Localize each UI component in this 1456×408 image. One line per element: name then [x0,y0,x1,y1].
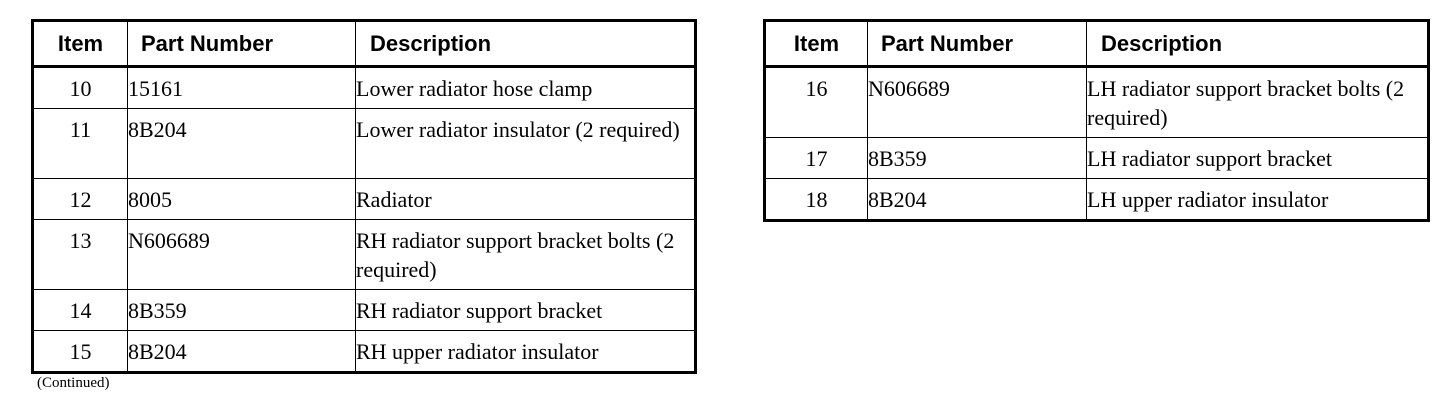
cell-description: LH radiator support bracket bolts (2 req… [1086,66,1429,138]
cell-description: RH upper radiator insulator [355,330,696,373]
table-body-left: 10 15161 Lower radiator hose clamp 11 8B… [32,66,696,373]
cell-item: 15 [32,330,128,373]
table-header-right: Item Part Number Description [764,20,1429,68]
table-header-left: Item Part Number Description [32,20,696,68]
cell-part-number: N606689 [127,219,356,290]
cell-part-number: 8B204 [127,330,356,373]
cell-item: 18 [764,178,868,221]
cell-item: 14 [32,289,128,331]
cell-description: LH upper radiator insulator [1086,178,1429,221]
cell-part-number: 15161 [127,66,356,109]
cell-description: RH radiator support bracket bolts (2 req… [355,219,696,290]
column-header-part-number: Part Number [867,20,1087,68]
cell-part-number: 8B204 [867,178,1087,221]
table-row: 16 N606689 LH radiator support bracket b… [764,66,1429,138]
table-row: 14 8B359 RH radiator support bracket [32,289,696,331]
table-row: 10 15161 Lower radiator hose clamp [32,66,696,109]
cell-item: 10 [32,66,128,109]
column-header-item: Item [764,20,868,68]
column-header-description: Description [355,20,696,68]
column-header-description: Description [1086,20,1429,68]
continued-note: (Continued) [37,375,110,391]
cell-description: RH radiator support bracket [355,289,696,331]
header-row: Item Part Number Description [32,20,696,68]
table-row: 11 8B204 Lower radiator insulator (2 req… [32,108,696,179]
cell-item: 17 [764,137,868,179]
table-row: 15 8B204 RH upper radiator insulator [32,330,696,373]
cell-description: Lower radiator hose clamp [355,66,696,109]
cell-part-number: N606689 [867,66,1087,138]
table-row: 12 8005 Radiator [32,178,696,220]
cell-part-number: 8B359 [127,289,356,331]
cell-description: Lower radiator insulator (2 required) [355,108,696,179]
cell-part-number: 8005 [127,178,356,220]
parts-table-left: Item Part Number Description 10 15161 Lo… [31,19,697,374]
cell-description: Radiator [355,178,696,220]
header-row: Item Part Number Description [764,20,1429,68]
cell-item: 12 [32,178,128,220]
table-row: 18 8B204 LH upper radiator insulator [764,178,1429,221]
table-body-right: 16 N606689 LH radiator support bracket b… [764,66,1429,221]
cell-part-number: 8B204 [127,108,356,179]
table-row: 13 N606689 RH radiator support bracket b… [32,219,696,290]
parts-table-right: Item Part Number Description 16 N606689 … [763,19,1430,222]
cell-item: 16 [764,66,868,138]
cell-part-number: 8B359 [867,137,1087,179]
cell-description: LH radiator support bracket [1086,137,1429,179]
table-row: 17 8B359 LH radiator support bracket [764,137,1429,179]
column-header-part-number: Part Number [127,20,356,68]
column-header-item: Item [32,20,128,68]
cell-item: 13 [32,219,128,290]
cell-item: 11 [32,108,128,179]
